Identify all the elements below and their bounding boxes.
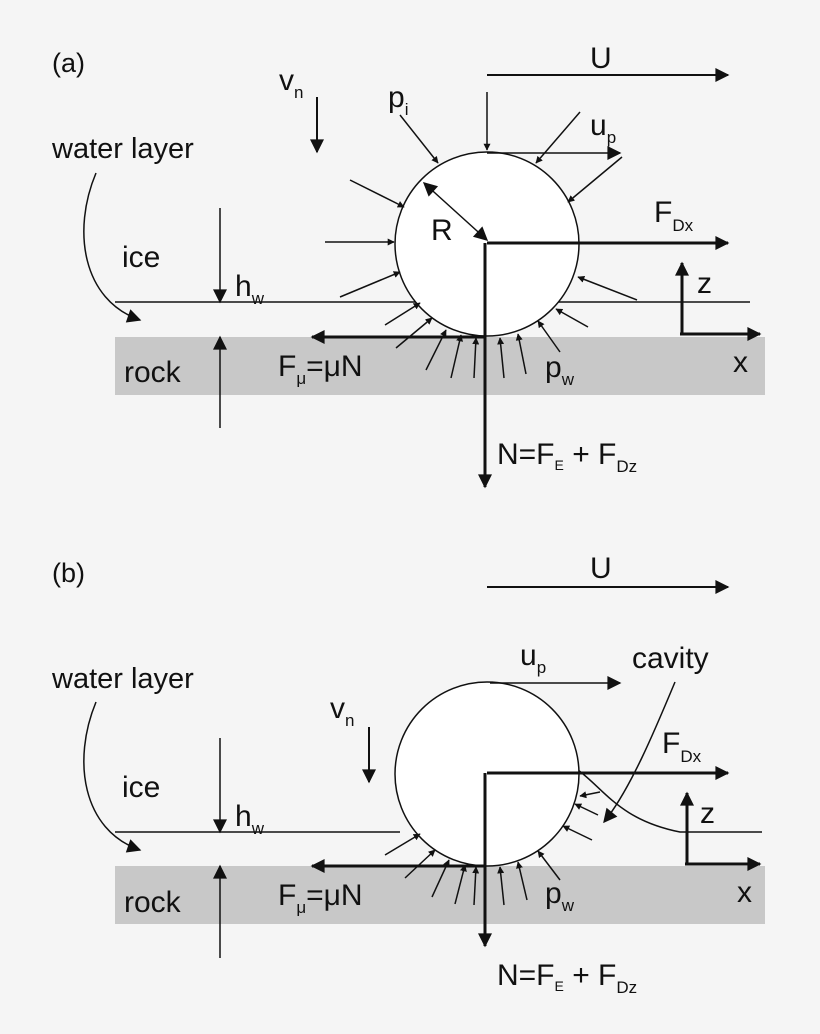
water-layer-pointer xyxy=(83,701,142,853)
water-thickness-label: hw xyxy=(235,800,265,838)
water-thickness-label: hw xyxy=(235,270,265,308)
water-pressure-arrows xyxy=(384,302,589,379)
rock-label: rock xyxy=(124,886,182,919)
normal-force-label: N=FE + FDz xyxy=(497,959,637,997)
cavity-label: cavity xyxy=(632,642,709,675)
radius-label: R xyxy=(431,214,453,247)
friction-force-label: Fμ=μN xyxy=(278,879,363,917)
normal-force-label: N=FE + FDz xyxy=(497,438,637,476)
ice-label: ice xyxy=(122,241,160,274)
drag-force-x-label: FDx xyxy=(662,727,702,766)
z-axis-label: z xyxy=(697,267,712,300)
water-layer-label: water layer xyxy=(51,663,194,695)
drag-force-x-label: FDx xyxy=(654,196,694,235)
particle-velocity-label: up xyxy=(520,639,546,677)
ice-pressure-label: pi xyxy=(388,81,408,119)
ice-velocity-label: U xyxy=(590,552,612,585)
panel-b: (b) U up cavity water layer vn FDx ice h… xyxy=(51,552,765,997)
ice-label: ice xyxy=(122,771,160,804)
cavity-pointer xyxy=(603,681,676,824)
radius-arrow xyxy=(422,182,489,241)
panel-label: (b) xyxy=(52,558,85,588)
water-pressure-label: pw xyxy=(545,877,575,915)
panel-a: (a) U vn pi up water layer R FDx ice hw … xyxy=(51,42,765,489)
normal-velocity-label: vn xyxy=(330,692,354,730)
rock-layer xyxy=(115,866,765,924)
panel-label: (a) xyxy=(52,48,85,78)
normal-velocity-label: vn xyxy=(279,64,303,102)
ice-velocity-label: U xyxy=(590,42,612,75)
cavity-boundary xyxy=(577,769,762,833)
z-axis-label: z xyxy=(700,797,715,830)
rock-label: rock xyxy=(124,356,182,389)
ice-pressure-arrows xyxy=(325,92,638,301)
water-layer-pointer xyxy=(83,172,142,323)
x-axis-label: x xyxy=(737,876,752,909)
particle-velocity-label: up xyxy=(590,109,616,147)
rock-layer xyxy=(115,337,765,395)
water-layer-label: water layer xyxy=(51,133,194,165)
friction-force-label: Fμ=μN xyxy=(278,350,363,388)
water-pressure-arrows xyxy=(384,791,601,906)
water-pressure-label: pw xyxy=(545,351,575,389)
x-axis-label: x xyxy=(733,346,748,379)
